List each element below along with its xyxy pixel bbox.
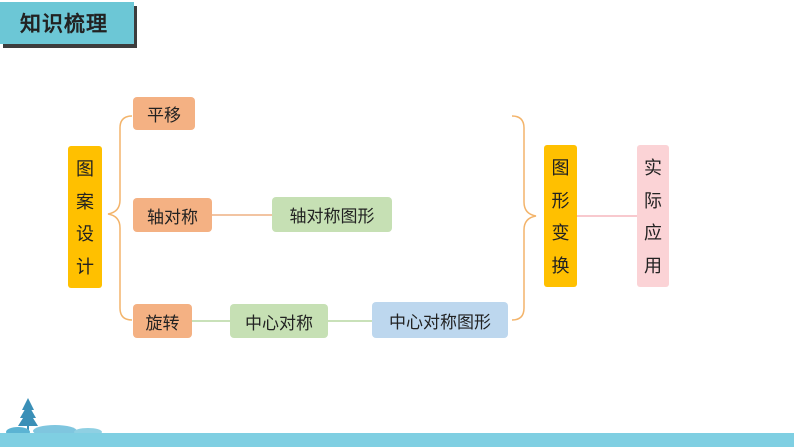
node-char: 际 [644, 190, 662, 212]
node-central-symmetric-figure: 中心对称图形 [372, 302, 508, 338]
node-char: 计 [76, 256, 94, 278]
node-char: 实 [644, 158, 662, 180]
node-axial-symmetry: 轴对称 [133, 198, 212, 232]
node-char: 变 [551, 223, 570, 245]
node-char: 图 [551, 158, 570, 180]
node-char: 设 [76, 224, 94, 246]
node-char: 用 [644, 255, 662, 277]
node-char: 案 [76, 191, 94, 213]
section-title: 知识梳理 [20, 12, 108, 36]
right-brace [511, 115, 537, 321]
section-title-box: 知识梳理 [0, 2, 134, 44]
node-central-symmetry: 中心对称 [230, 304, 328, 338]
left-brace [107, 115, 133, 321]
node-char: 应 [644, 223, 662, 245]
node-axial-symmetric-figure: 轴对称图形 [272, 197, 392, 232]
node-rotation: 旋转 [133, 304, 192, 338]
node-char: 形 [551, 190, 570, 212]
node-pattern-design: 图 案 设 计 [68, 146, 102, 288]
node-figure-transformation: 图 形 变 换 [544, 145, 577, 287]
node-practical-application: 实 际 应 用 [637, 145, 669, 287]
footer-band [0, 433, 794, 447]
node-char: 图 [76, 159, 94, 181]
node-char: 换 [551, 255, 570, 277]
node-translation: 平移 [133, 97, 195, 130]
